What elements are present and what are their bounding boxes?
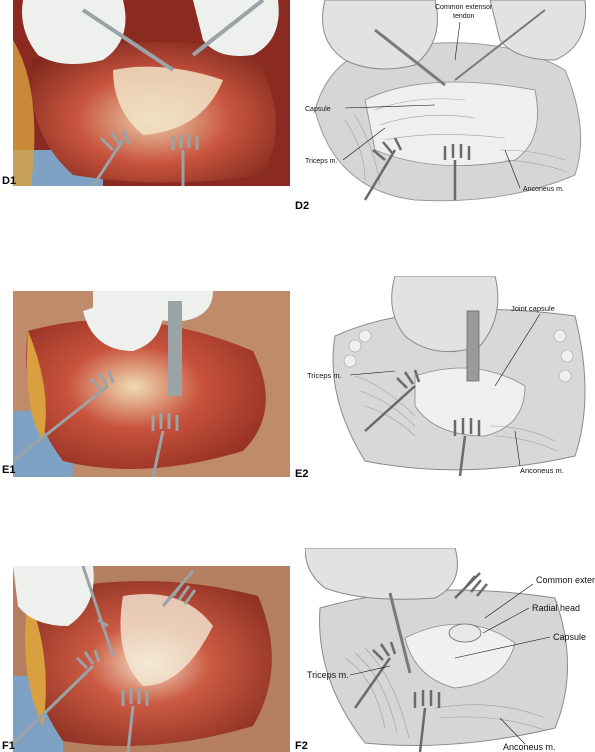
panel-tag-d2: D2 bbox=[295, 200, 310, 212]
photo-e1 bbox=[13, 291, 290, 477]
photo-d1 bbox=[13, 0, 290, 186]
illustration-f2: Common extensors Radial head Capsule Tri… bbox=[305, 548, 595, 752]
photo-f1 bbox=[13, 566, 290, 752]
panel-tag-e1: E1 bbox=[2, 464, 16, 476]
label-triceps: Triceps m. bbox=[305, 158, 337, 165]
panel-tag-d1: D1 bbox=[2, 175, 17, 187]
label-anconeus: Anconeus m. bbox=[523, 186, 564, 193]
label-common-extensors: Common extensors bbox=[536, 575, 595, 585]
label-capsule: Capsule bbox=[305, 106, 331, 113]
label-common-extensor-line2: tendon bbox=[453, 13, 475, 20]
label-anconeus: Anconeus m. bbox=[503, 742, 556, 752]
label-triceps: Triceps m. bbox=[307, 371, 342, 380]
illustration-d2: Common extensor tendon Capsule Triceps m… bbox=[305, 0, 595, 205]
label-radial-head: Radial head bbox=[532, 603, 580, 613]
panel-tag-f2: F2 bbox=[295, 740, 308, 752]
label-capsule: Capsule bbox=[553, 632, 586, 642]
panel-tag-f1: F1 bbox=[2, 740, 15, 752]
label-anconeus: Anconeus m. bbox=[520, 466, 564, 475]
illustration-e2: Joint capsule Triceps m. Anconeus m. bbox=[305, 276, 595, 481]
label-joint-capsule: Joint capsule bbox=[511, 304, 555, 313]
label-common-extensor-line1: Common extensor bbox=[435, 4, 493, 11]
label-triceps: Triceps m. bbox=[307, 670, 349, 680]
panel-tag-e2: E2 bbox=[295, 468, 309, 480]
